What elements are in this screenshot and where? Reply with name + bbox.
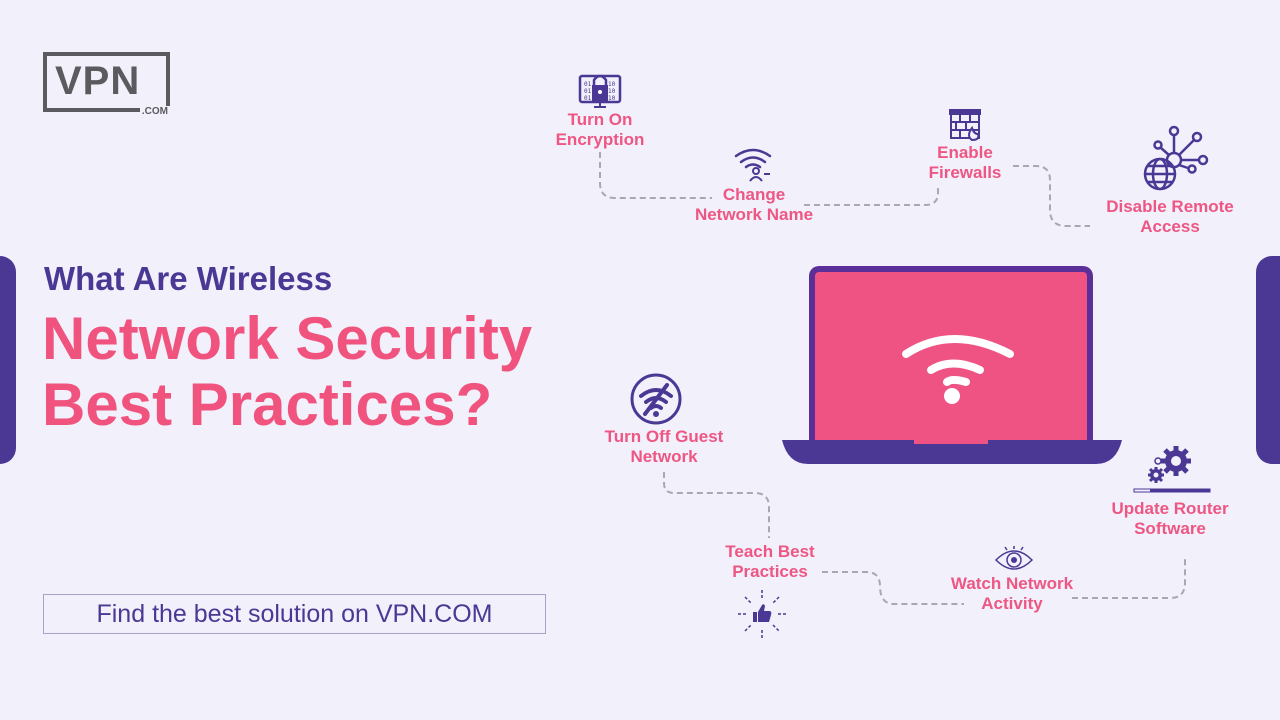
svg-text:10: 10 (608, 81, 616, 88)
firewall-icon (949, 109, 981, 142)
subtitle: What Are Wireless (44, 260, 333, 297)
thumbs-up-icon (738, 590, 786, 638)
practice-enable-firewalls: Enable Firewalls (928, 143, 1002, 182)
practice-change-network-name: Change Network Name (694, 185, 814, 224)
svg-text:01: 01 (584, 81, 592, 88)
globe-network-icon (1143, 125, 1209, 191)
title-line-1: Network Security (42, 305, 533, 372)
wifi-icon (902, 335, 1014, 386)
laptop-wifi-illustration (782, 266, 1122, 464)
encryption-lock-icon: 01 01 01 10 10 10 (578, 74, 622, 108)
logo-text: VPN (55, 59, 141, 103)
practice-watch-network-activity: Watch Network Activity (950, 574, 1074, 613)
eye-icon (994, 546, 1034, 570)
practice-turn-on-encryption: Turn On Encryption (555, 110, 645, 149)
page-title: Network Security Best Practices? (42, 306, 532, 438)
cta-link[interactable]: Find the best solution on VPN.COM (43, 594, 546, 634)
svg-text:01: 01 (584, 95, 592, 102)
vpn-logo: VPN .COM (43, 52, 170, 117)
svg-text:10: 10 (608, 88, 616, 95)
logo-suffix: .COM (139, 106, 170, 117)
practice-update-router-software: Update Router Software (1111, 499, 1229, 538)
practice-turn-off-guest-network: Turn Off Guest Network (604, 427, 724, 466)
left-side-tab (0, 256, 16, 464)
practice-disable-remote-access: Disable Remote Access (1106, 197, 1234, 236)
wifi-off-icon (630, 373, 682, 425)
svg-text:10: 10 (608, 95, 616, 102)
practice-teach-best-practices: Teach Best Practices (725, 542, 815, 581)
svg-text:01: 01 (584, 88, 592, 95)
wifi-user-icon (734, 148, 772, 182)
gears-icon (1133, 446, 1211, 493)
right-side-tab (1256, 256, 1280, 464)
title-line-2: Best Practices? (42, 371, 493, 438)
